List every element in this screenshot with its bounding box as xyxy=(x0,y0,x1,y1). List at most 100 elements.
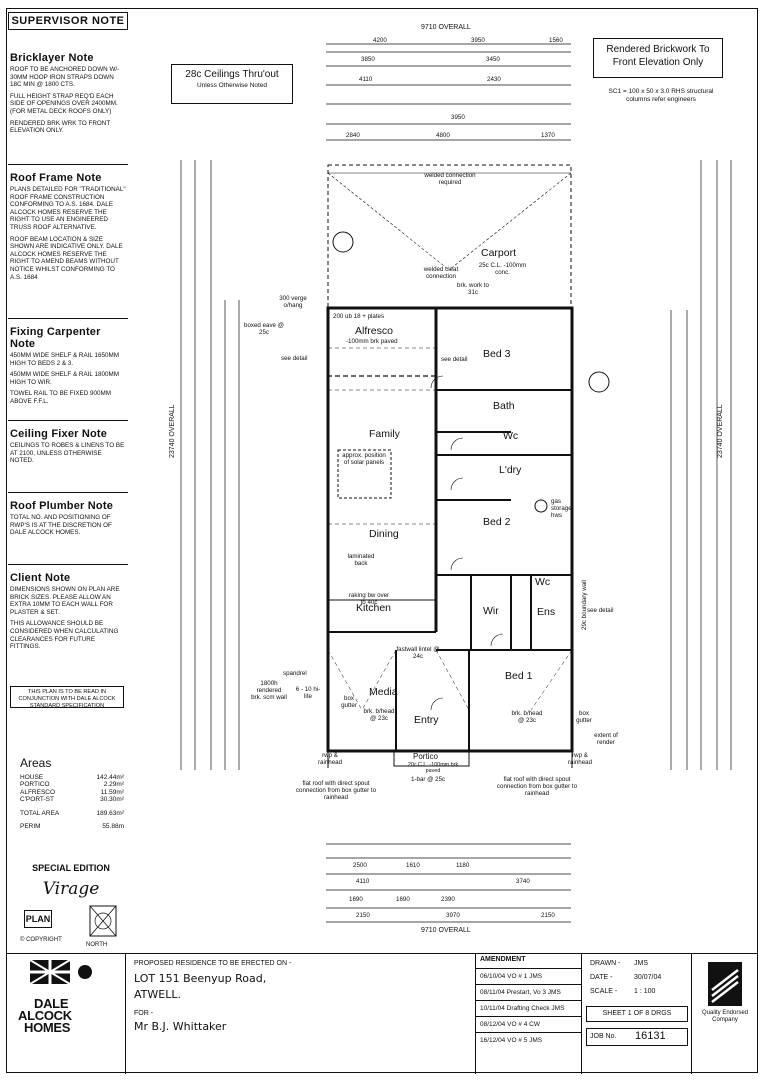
dim-text: 2150 xyxy=(541,912,555,919)
room-bath: Bath xyxy=(493,400,515,412)
room-ensuite: Ens xyxy=(537,606,556,618)
room-portico: Portico xyxy=(413,752,438,761)
area-value: 30.30m² xyxy=(100,796,124,804)
dim-text: 1690 xyxy=(349,896,363,903)
job-number-box: JOB No. 16131 xyxy=(586,1028,688,1046)
area-name: ALFRESCO xyxy=(20,788,56,796)
dim-text: 2390 xyxy=(441,896,455,903)
brick-work-note: brk. work to 31c xyxy=(457,282,489,296)
overall-length-left: 23740 OVERALL xyxy=(169,404,176,458)
dim-text: 3740 xyxy=(516,878,530,885)
floor-plan: 9710 OVERALL 9710 OVERALL 23740 OVERALL … xyxy=(131,10,758,955)
room-wc-ensuite: Wc xyxy=(535,576,551,588)
laminated-note: laminated back xyxy=(347,553,375,567)
dim-text: 2150 xyxy=(356,912,370,919)
quality-label: Quality Endorsed Company xyxy=(701,1010,749,1023)
quality-cell: Quality Endorsed Company xyxy=(692,954,758,1074)
room-alfresco: Alfresco xyxy=(355,325,393,337)
room-bed2: Bed 2 xyxy=(483,516,511,528)
portico-note: 20c C.L. -100mm brk paved xyxy=(407,762,459,774)
note-text: 450mm WIDE SHELF & RAIL 1650mm HIGH TO B… xyxy=(10,352,119,367)
room-family: Family xyxy=(369,428,400,440)
note-heading: Roof Frame Note xyxy=(10,172,102,184)
extent-render-note: extent of render xyxy=(594,732,618,746)
ceilings-note: 28c Ceilings Thru'out xyxy=(185,69,279,80)
north-arrow-icon xyxy=(89,905,117,937)
area-value: 2.29m² xyxy=(103,781,124,789)
note-text: ROOF TO BE ANCHORED DOWN W/- 30mm HOOP I… xyxy=(10,66,120,89)
quality-endorsed-icon xyxy=(708,962,742,1006)
dim-text: 1560 xyxy=(549,37,563,44)
boxed-eave-note: boxed eave @ 25c xyxy=(244,322,284,336)
dim-text: 2430 xyxy=(487,76,501,83)
divider xyxy=(8,564,128,565)
note-text: TOWEL RAIL TO BE FIXED 900mm ABOVE F.F.L… xyxy=(10,390,112,405)
date-label: DATE - xyxy=(590,974,613,981)
bhead-note-bed1: brk. b/head @ 23c xyxy=(511,710,543,724)
alfresco-note: -100mm brk paved xyxy=(346,338,398,345)
sc1-note: SC1 = 100 x 50 x 3.0 RHS structural colu… xyxy=(608,88,714,103)
room-kitchen: Kitchen xyxy=(356,602,392,614)
note-text: TOTAL No. AND POSITIONING OF RWP'S IS AT… xyxy=(10,514,112,537)
see-detail-note-2: see detail xyxy=(441,356,468,363)
area-name: HOUSE xyxy=(20,774,44,781)
divider xyxy=(8,420,128,421)
flat-roof-note: flat roof with direct spout connection f… xyxy=(295,780,377,801)
room-entry: Entry xyxy=(414,714,439,726)
note-heading: Fixing Carpenter Note xyxy=(10,326,101,350)
amendment-cell: AMENDMENT 06/10/04 VO # 1 JMS 08/11/04 P… xyxy=(476,954,582,1074)
bhead-note-media: brk. b/head @ 23c xyxy=(363,708,395,722)
roof-frame-note: Roof Frame Note PLANS DETAILED FOR "TRAD… xyxy=(10,172,126,285)
copyright-label: © COPYRIGHT xyxy=(20,937,62,943)
plates-note: 200 ub 18 + plates xyxy=(333,313,385,320)
area-name: C'PORT-ST xyxy=(20,796,54,804)
suburb: ATWELL. xyxy=(134,988,181,1001)
box-gutter-note-right: box gutter xyxy=(576,710,592,724)
ceilings-note-box: 28c Ceilings Thru'out Unless Otherwise N… xyxy=(171,64,293,104)
note-text: DIMENSIONS SHOWN ON PLAN ARE BRICK SIZES… xyxy=(10,586,120,616)
note-heading: Bricklayer Note xyxy=(10,52,94,64)
room-wc: Wc xyxy=(503,430,519,442)
divider xyxy=(8,492,128,493)
rendered-note-box: Rendered Brickwork To Front Elevation On… xyxy=(593,38,723,78)
company-name-2: ALCOCK xyxy=(18,1008,72,1023)
dim-text: 1610 xyxy=(406,862,420,869)
note-text: ROOF BEAM LOCATION & SIZE SHOWN ARE INDI… xyxy=(10,235,123,281)
areas-title: Areas xyxy=(20,756,52,770)
floor-plan-drawing xyxy=(180,43,732,923)
hilite-note: 6 - 10 hi-lite xyxy=(295,686,321,700)
area-name: PERIM xyxy=(20,823,41,831)
note-heading: Ceiling Fixer Note xyxy=(10,428,108,440)
scale-label: SCALE - xyxy=(590,988,618,995)
bar-note: 1-bar @ 25c xyxy=(411,776,446,783)
special-edition-label: SPECIAL EDITION xyxy=(32,863,110,873)
rwp-rainhead-note-right: rwp & rainhead xyxy=(567,752,593,766)
fastwall-note: fastwall lintel @ 24c xyxy=(396,646,440,660)
amendment-row: 10/11/04 Drafting Check JMS xyxy=(476,1000,581,1016)
company-name-3: HOMES xyxy=(24,1020,71,1035)
for-label: FOR - xyxy=(134,1010,154,1017)
dim-text: 3950 xyxy=(451,114,465,121)
note-text: 450mm WIDE SHELF & RAIL 1800mm HIGH TO W… xyxy=(10,371,119,386)
amendment-row: 06/10/04 VO # 1 JMS xyxy=(476,968,581,984)
date-value: 30/07/04 xyxy=(634,974,662,981)
room-dining: Dining xyxy=(369,528,399,540)
design-name: Virage xyxy=(42,879,100,899)
spandrel-note: spandrel xyxy=(283,670,307,677)
dim-text: 2840 xyxy=(346,132,360,139)
area-row: C'PORT-ST 30.30m² xyxy=(20,796,124,803)
rwp-rainhead-note: rwp & rainhead xyxy=(317,752,343,766)
scale-value: 1 : 100 xyxy=(634,988,656,995)
dim-text: 3850 xyxy=(361,56,375,63)
amendment-row: 16/12/04 VO # 5 JMS xyxy=(476,1032,581,1048)
client-note: Client Note DIMENSIONS SHOWN ON PLAN ARE… xyxy=(10,572,126,655)
ceilings-subnote: Unless Otherwise Noted xyxy=(196,82,268,89)
gas-storage-note: gas storage hws xyxy=(551,498,572,519)
drawing-frame xyxy=(6,8,758,1073)
room-carport: Carport xyxy=(481,247,517,259)
job-label: JOB No. xyxy=(590,1033,617,1040)
